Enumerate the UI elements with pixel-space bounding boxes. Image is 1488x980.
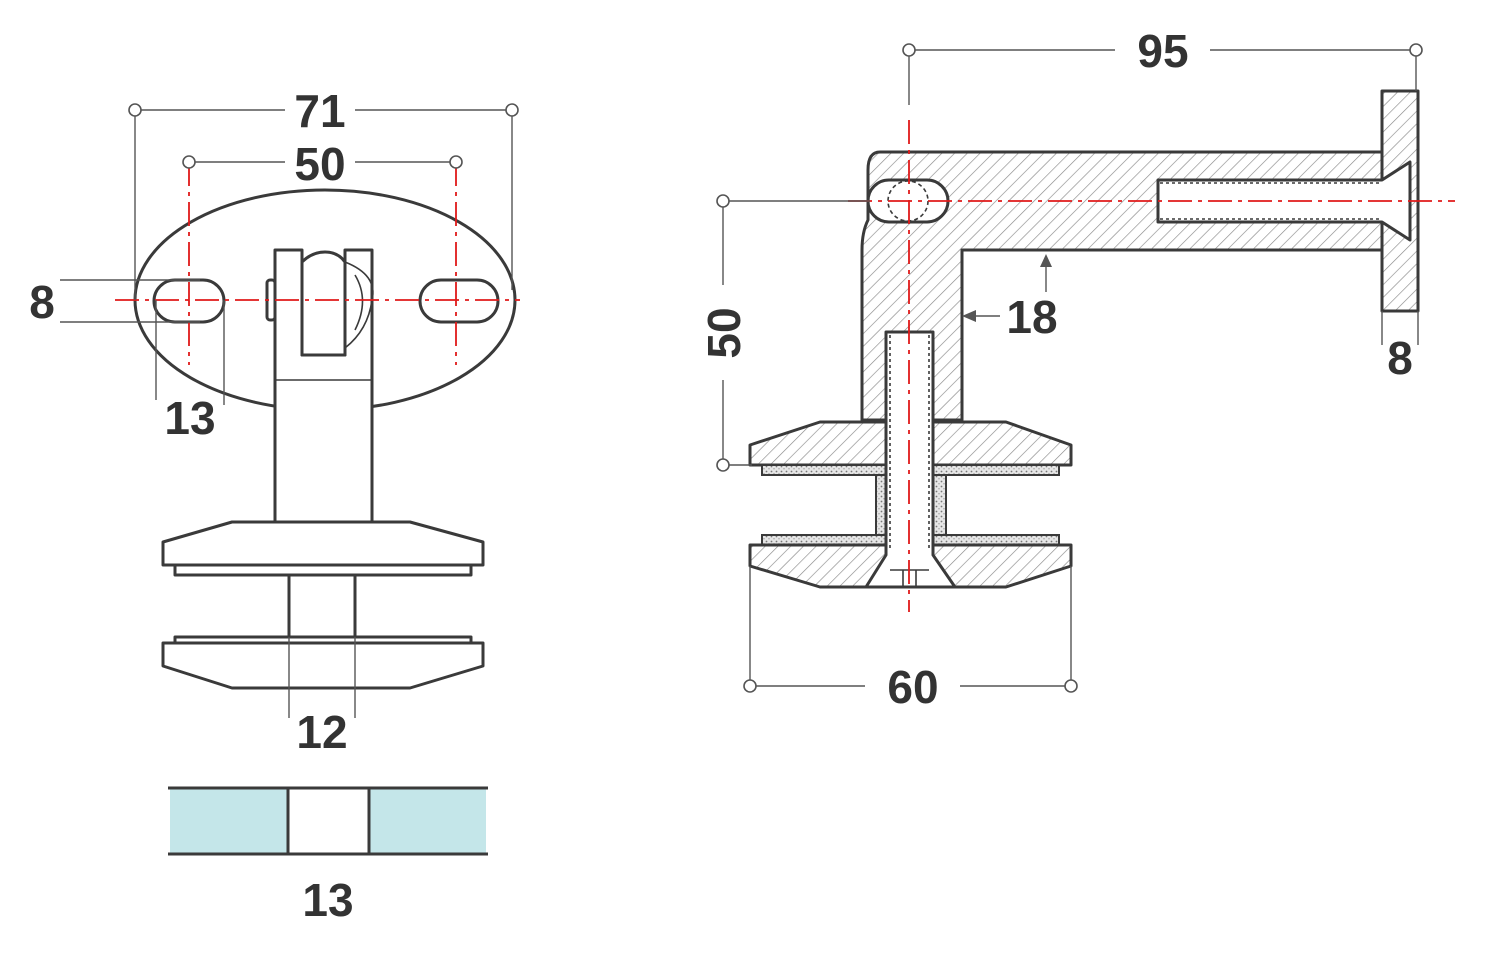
label-12: 12 bbox=[296, 706, 347, 758]
front-view: 71 50 8 13 12 bbox=[29, 85, 520, 926]
dim-bolt-diameter: 12 bbox=[288, 637, 356, 758]
dim-height: 50 bbox=[698, 194, 870, 472]
label-13-slot: 13 bbox=[164, 392, 215, 444]
label-8-front: 8 bbox=[29, 276, 55, 328]
dim-hole-spacing: 50 bbox=[182, 138, 463, 190]
label-18: 18 bbox=[1006, 291, 1057, 343]
dim-tube-diameter: 18 bbox=[962, 254, 1058, 343]
side-view: 95 50 18 8 bbox=[698, 25, 1455, 713]
bottom-clamp-disc bbox=[161, 641, 485, 690]
top-clamp-gasket bbox=[173, 565, 473, 577]
right-slot bbox=[418, 278, 500, 324]
label-71: 71 bbox=[294, 85, 345, 137]
label-50-front: 50 bbox=[294, 138, 345, 190]
dim-clamp-diameter: 60 bbox=[743, 566, 1078, 713]
glass-panel: 13 bbox=[168, 786, 488, 926]
dim-overall-width: 71 bbox=[128, 85, 519, 300]
dim-slot-height: 8 bbox=[29, 276, 200, 328]
top-clamp-disc bbox=[161, 520, 485, 567]
dim-slot-length: 13 bbox=[155, 300, 225, 444]
label-60: 60 bbox=[887, 661, 938, 713]
dim-arm-length: 95 bbox=[902, 25, 1423, 105]
arm-screw bbox=[1156, 160, 1412, 242]
label-50-side: 50 bbox=[698, 307, 750, 358]
central-bolt bbox=[864, 330, 957, 589]
label-8-side: 8 bbox=[1387, 332, 1413, 384]
hinge-body bbox=[265, 248, 374, 524]
bottom-clamp-gasket bbox=[173, 635, 473, 643]
dim-plate-thickness: 8 bbox=[1381, 311, 1419, 384]
label-95: 95 bbox=[1137, 25, 1188, 77]
label-13-glass: 13 bbox=[302, 874, 353, 926]
